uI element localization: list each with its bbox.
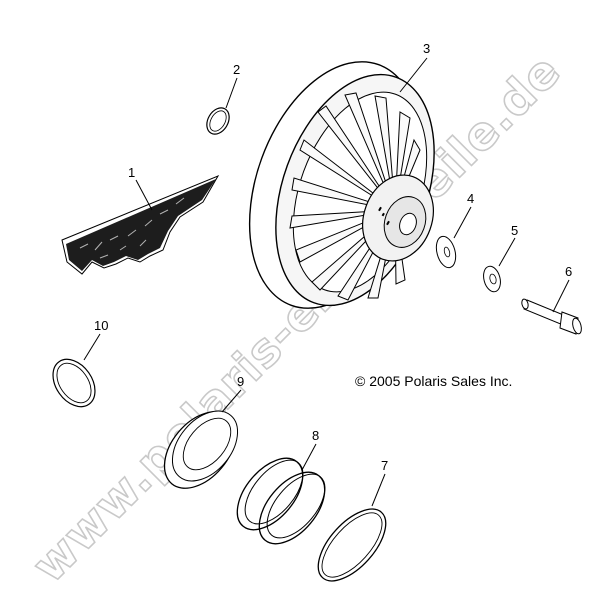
callout-6: 6 — [565, 264, 572, 279]
callout-8: 8 — [312, 428, 319, 443]
part-6-bolt — [521, 298, 582, 335]
part-8-spring — [236, 457, 326, 545]
leader-8 — [301, 443, 317, 471]
part-10-ring — [52, 358, 96, 408]
copyright-notice: © 2005 Polaris Sales Inc. — [355, 373, 512, 389]
part-3-clutch-sheave — [248, 61, 435, 309]
leader-4 — [453, 206, 472, 239]
callout-3: 3 — [423, 41, 430, 56]
callout-5: 5 — [511, 223, 518, 238]
leader-5 — [498, 237, 516, 267]
leader-1 — [135, 179, 153, 211]
callout-1: 1 — [128, 165, 135, 180]
callout-4: 4 — [467, 191, 474, 206]
part-5-lock-washer — [483, 265, 501, 293]
leader-2 — [225, 77, 238, 109]
part-7-ring — [317, 508, 387, 582]
callout-2: 2 — [233, 62, 240, 77]
leader-9 — [221, 389, 242, 413]
callout-10: 10 — [94, 318, 108, 333]
callout-7: 7 — [381, 458, 388, 473]
leader-10 — [83, 333, 101, 361]
leader-7 — [371, 473, 386, 507]
leader-6 — [552, 279, 570, 313]
part-4-washer — [435, 235, 457, 269]
leader-3 — [399, 57, 428, 93]
callout-9: 9 — [237, 374, 244, 389]
part-2-ring — [206, 107, 230, 135]
part-9-retainer-cup — [163, 410, 239, 489]
part-1-belt-segment — [61, 174, 220, 275]
